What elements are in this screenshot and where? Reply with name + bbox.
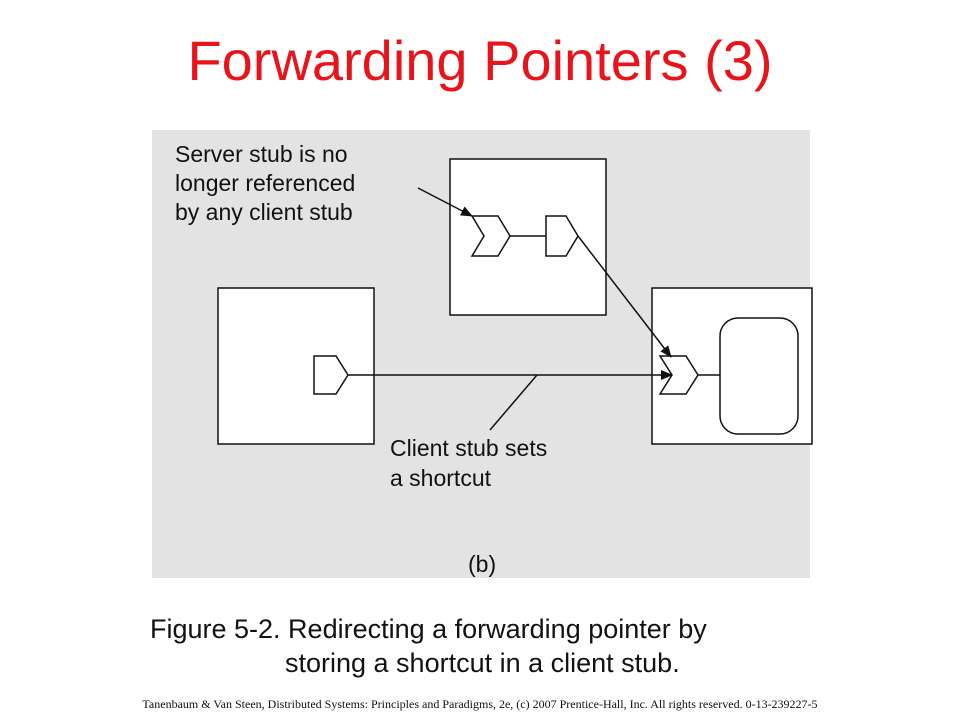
- annotation-server-line-2: longer referenced: [175, 170, 355, 196]
- server-stub-unreferenced: [470, 215, 511, 257]
- caption-line-2: storing a shortcut in a client stub.: [285, 648, 680, 678]
- annotation-client-line-2: a shortcut: [390, 465, 492, 491]
- annotation-client-line-1: Client stub sets: [390, 435, 547, 461]
- process-box-intermediate: [449, 158, 607, 316]
- panel-label: (b): [468, 551, 496, 577]
- caption-line-1: Figure 5-2. Redirecting a forwarding poi…: [150, 614, 707, 644]
- client-stub: [313, 355, 349, 395]
- annotation-server-line-1: Server stub is no: [175, 141, 348, 167]
- copyright-footer: Tanenbaum & Van Steen, Distributed Syste…: [142, 697, 818, 711]
- figure-caption: Figure 5-2. Redirecting a forwarding poi…: [150, 612, 830, 680]
- annotation-server-line-3: by any client stub: [175, 199, 353, 225]
- slide-title: Forwarding Pointers (3): [187, 29, 773, 92]
- annotation-arrow-server: [417, 187, 473, 217]
- process-box-client: [217, 287, 375, 445]
- forwarding-pointer-arrow: [577, 235, 672, 358]
- object: [719, 317, 799, 435]
- client-stub-intermediate: [545, 215, 579, 257]
- annotation-pointer-client: [489, 374, 538, 431]
